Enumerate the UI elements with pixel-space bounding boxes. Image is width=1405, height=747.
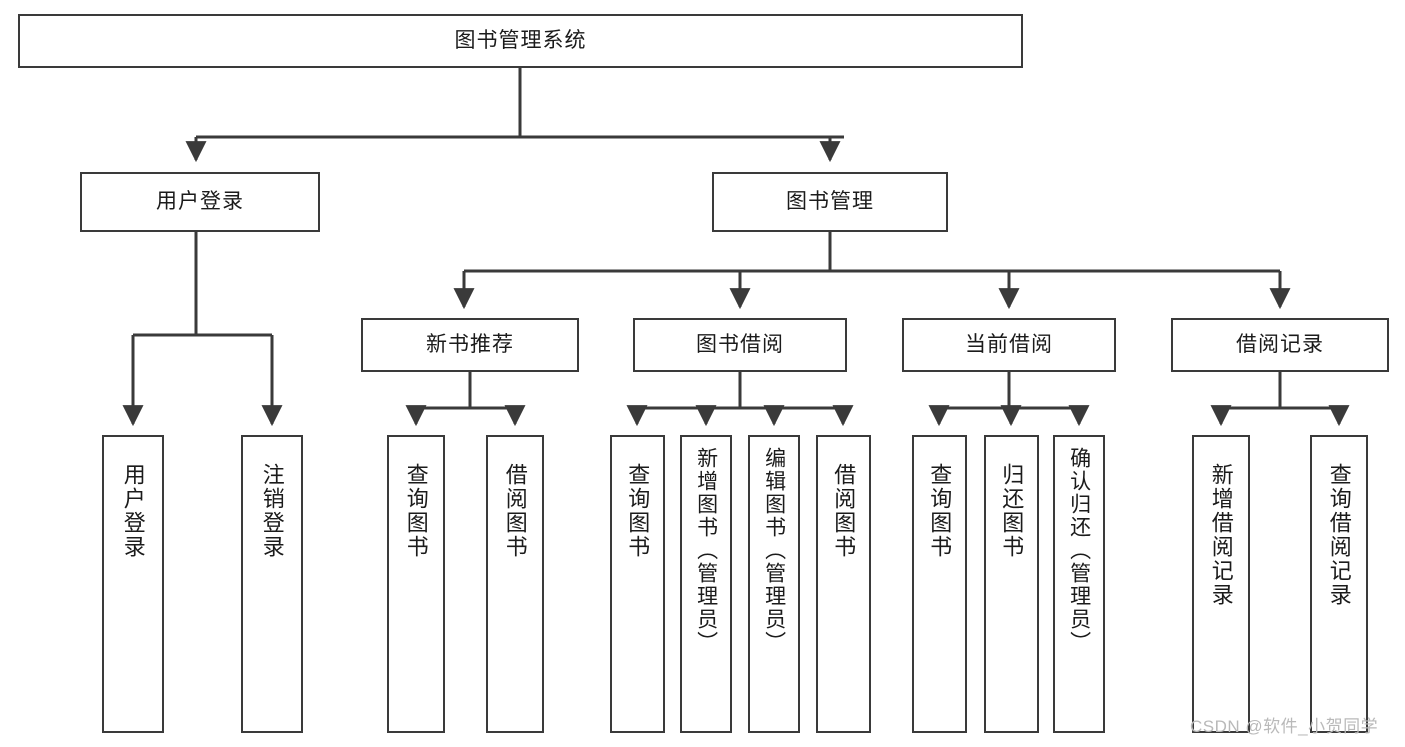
node-leaf-query-book-borrow-label: 查询图书 — [625, 463, 651, 559]
node-leaf-add-record[interactable]: 新增借阅记录 — [1192, 435, 1250, 733]
node-leaf-query-book-cur-label: 查询图书 — [927, 463, 953, 559]
node-leaf-query-record[interactable]: 查询借阅记录 — [1310, 435, 1368, 733]
node-leaf-confirm-return[interactable]: 确认归还（管理员） — [1053, 435, 1105, 733]
node-leaf-borrow-book-label: 借阅图书 — [831, 463, 857, 559]
node-borrow-record-label: 借阅记录 — [1236, 333, 1324, 357]
node-leaf-return-book-label: 归还图书 — [999, 463, 1025, 559]
node-book-borrow[interactable]: 图书借阅 — [633, 318, 847, 372]
node-current-borrow[interactable]: 当前借阅 — [902, 318, 1116, 372]
node-book-manage[interactable]: 图书管理 — [712, 172, 948, 232]
node-leaf-borrow-book-rec-label: 借阅图书 — [502, 463, 528, 559]
node-leaf-borrow-book[interactable]: 借阅图书 — [816, 435, 871, 733]
node-leaf-user-login[interactable]: 用户登录 — [102, 435, 164, 733]
node-current-borrow-label: 当前借阅 — [965, 333, 1053, 357]
node-new-book-rec-label: 新书推荐 — [426, 333, 514, 357]
node-leaf-confirm-return-label: 确认归还（管理员） — [1067, 447, 1091, 654]
node-leaf-query-book-cur[interactable]: 查询图书 — [912, 435, 967, 733]
node-leaf-return-book[interactable]: 归还图书 — [984, 435, 1039, 733]
node-leaf-query-book-borrow[interactable]: 查询图书 — [610, 435, 665, 733]
node-leaf-borrow-book-rec[interactable]: 借阅图书 — [486, 435, 544, 733]
node-user-login[interactable]: 用户登录 — [80, 172, 320, 232]
node-root[interactable]: 图书管理系统 — [18, 14, 1023, 68]
node-leaf-add-record-label: 新增借阅记录 — [1208, 463, 1234, 607]
node-leaf-edit-book-label: 编辑图书（管理员） — [762, 447, 786, 654]
node-leaf-user-login-label: 用户登录 — [120, 463, 146, 559]
node-leaf-user-logout[interactable]: 注销登录 — [241, 435, 303, 733]
node-leaf-add-book[interactable]: 新增图书（管理员） — [680, 435, 732, 733]
node-leaf-add-book-label: 新增图书（管理员） — [694, 447, 718, 654]
node-borrow-record[interactable]: 借阅记录 — [1171, 318, 1389, 372]
node-leaf-query-book-rec-label: 查询图书 — [403, 463, 429, 559]
watermark-text: CSDN @软件_小贺同学 — [1190, 717, 1379, 736]
node-leaf-query-book-rec[interactable]: 查询图书 — [387, 435, 445, 733]
node-book-manage-label: 图书管理 — [786, 190, 874, 214]
node-leaf-user-logout-label: 注销登录 — [259, 463, 285, 559]
node-root-label: 图书管理系统 — [454, 29, 587, 53]
node-user-login-label: 用户登录 — [156, 190, 244, 214]
node-leaf-query-record-label: 查询借阅记录 — [1326, 463, 1352, 607]
node-book-borrow-label: 图书借阅 — [696, 333, 784, 357]
node-leaf-edit-book[interactable]: 编辑图书（管理员） — [748, 435, 800, 733]
node-new-book-rec[interactable]: 新书推荐 — [361, 318, 579, 372]
